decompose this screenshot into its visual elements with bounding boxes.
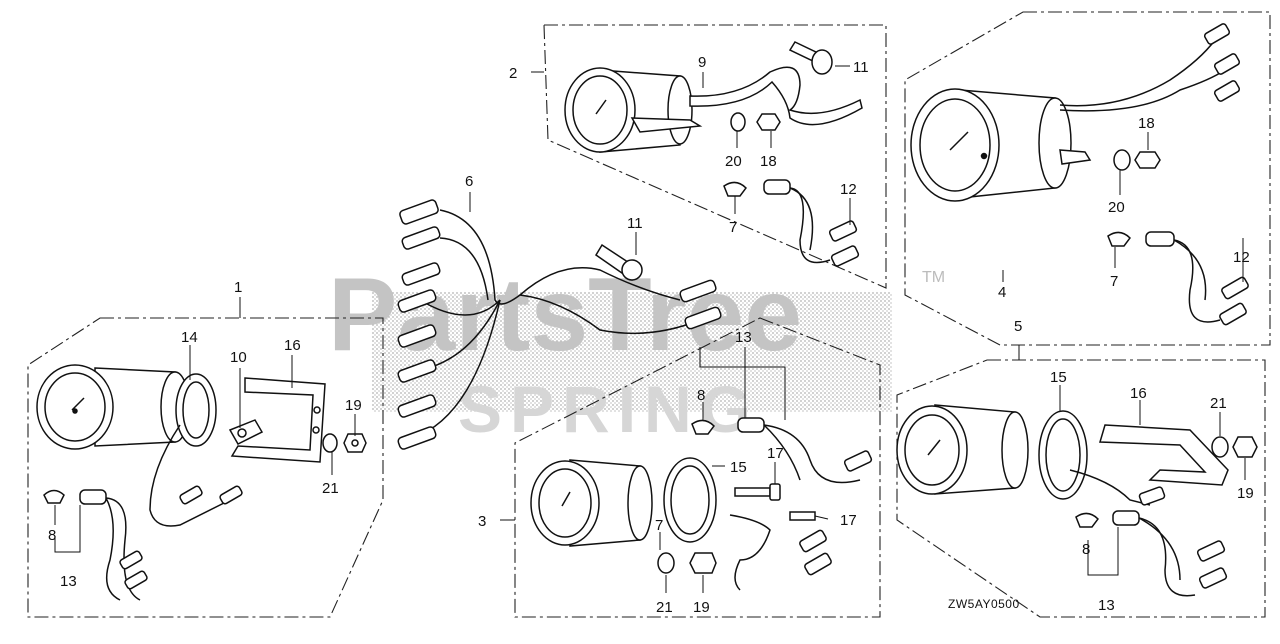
callout-16-left: 16: [284, 337, 301, 354]
bulb-socket-12-right: [1145, 231, 1175, 247]
callout-21-center: 21: [656, 599, 673, 616]
bulb-8: [43, 489, 65, 504]
callout-19-center: 19: [693, 599, 710, 616]
watermark-trademark: TM: [922, 269, 945, 286]
bulb-7-right: [1107, 231, 1131, 247]
watermark: PartsTree SPRING TM: [328, 257, 945, 446]
washer-21-right: [1211, 436, 1229, 458]
group-1-parts: [36, 364, 367, 601]
callout-13-left: 13: [60, 573, 77, 590]
group-5-boundary: [896, 359, 1266, 618]
callout-7-center: 7: [655, 517, 663, 534]
washer-21: [322, 433, 338, 453]
callout-20-right: 20: [1108, 199, 1125, 216]
callout-12-right: 12: [1233, 249, 1250, 266]
hose-9: [689, 66, 863, 126]
callout-8-left: 8: [48, 527, 56, 544]
callout-12-top: 12: [840, 181, 857, 198]
callout-6: 6: [465, 173, 473, 190]
callout-19-right: 19: [1237, 485, 1254, 502]
callout-9: 9: [698, 54, 706, 71]
callout-13-center: 13: [735, 329, 752, 346]
group-boundaries: [27, 11, 1271, 618]
bulb-socket-13-right: [1112, 510, 1140, 526]
callout-1: 1: [234, 279, 242, 296]
callout-14: 14: [181, 329, 198, 346]
callout-11-top: 11: [853, 59, 869, 76]
callout-labels: 1 2 3 4 5 6 7 7 7 8 8 8 9 10 11 11 12 12…: [48, 54, 1254, 616]
group-3-boundary: [514, 317, 881, 618]
callout-2: 2: [509, 65, 517, 82]
group-3-parts: [530, 417, 873, 591]
callout-15-center: 15: [730, 459, 747, 476]
harness-6: [397, 199, 722, 450]
nut-19-right: [1232, 436, 1258, 458]
group-5-parts: [896, 404, 1258, 597]
washer-20-right: [1113, 149, 1131, 171]
group-4-boundary: [904, 11, 1271, 346]
screw-17-upper: [734, 487, 771, 497]
bulb-8-right: [1075, 512, 1099, 528]
group-1-boundary: [27, 317, 384, 618]
callout-20-top: 20: [725, 153, 742, 170]
callout-4: 4: [998, 284, 1006, 301]
bulb-8-center: [691, 419, 715, 435]
callout-13-right: 13: [1098, 597, 1115, 614]
nut-19-center: [689, 552, 717, 574]
bracket-16: [230, 377, 326, 463]
callout-5: 5: [1014, 318, 1022, 335]
callout-8-right: 8: [1082, 541, 1090, 558]
watermark-text: PartsTree: [328, 257, 802, 373]
callout-18-right: 18: [1138, 115, 1155, 132]
screw-17-lower: [789, 511, 816, 521]
callout-21-right: 21: [1210, 395, 1227, 412]
group-4-parts: [910, 23, 1249, 326]
group-2-boundary: [543, 24, 887, 289]
callout-16-right: 16: [1130, 385, 1147, 402]
callout-15-right: 15: [1050, 369, 1067, 386]
callout-17-upper: 17: [767, 445, 784, 462]
callout-11-center: 11: [627, 215, 643, 232]
nut-18: [756, 113, 781, 131]
bulb-socket-13: [79, 489, 107, 505]
group-2-parts: [564, 41, 863, 267]
drawing-code: ZW5AY0500: [948, 597, 1020, 611]
callout-19-left: 19: [345, 397, 362, 414]
callout-7-right: 7: [1110, 273, 1118, 290]
bulb-7: [723, 181, 747, 197]
callout-3: 3: [478, 513, 486, 530]
callout-8-center: 8: [697, 387, 705, 404]
bulb-socket-13-center: [737, 417, 765, 433]
nut-18-right: [1134, 151, 1161, 169]
callout-7-top: 7: [729, 219, 737, 236]
callout-17-lower: 17: [840, 512, 857, 529]
callout-18-top: 18: [760, 153, 777, 170]
leader-lines: [54, 65, 1246, 593]
callout-21-left: 21: [322, 480, 339, 497]
bracket-16-right: [1099, 424, 1229, 486]
washer-20: [730, 112, 746, 132]
bulb-socket-12: [763, 179, 791, 195]
watermark-subtext: SPRING: [458, 372, 759, 446]
washer-21-center: [657, 552, 675, 574]
callout-10: 10: [230, 349, 247, 366]
